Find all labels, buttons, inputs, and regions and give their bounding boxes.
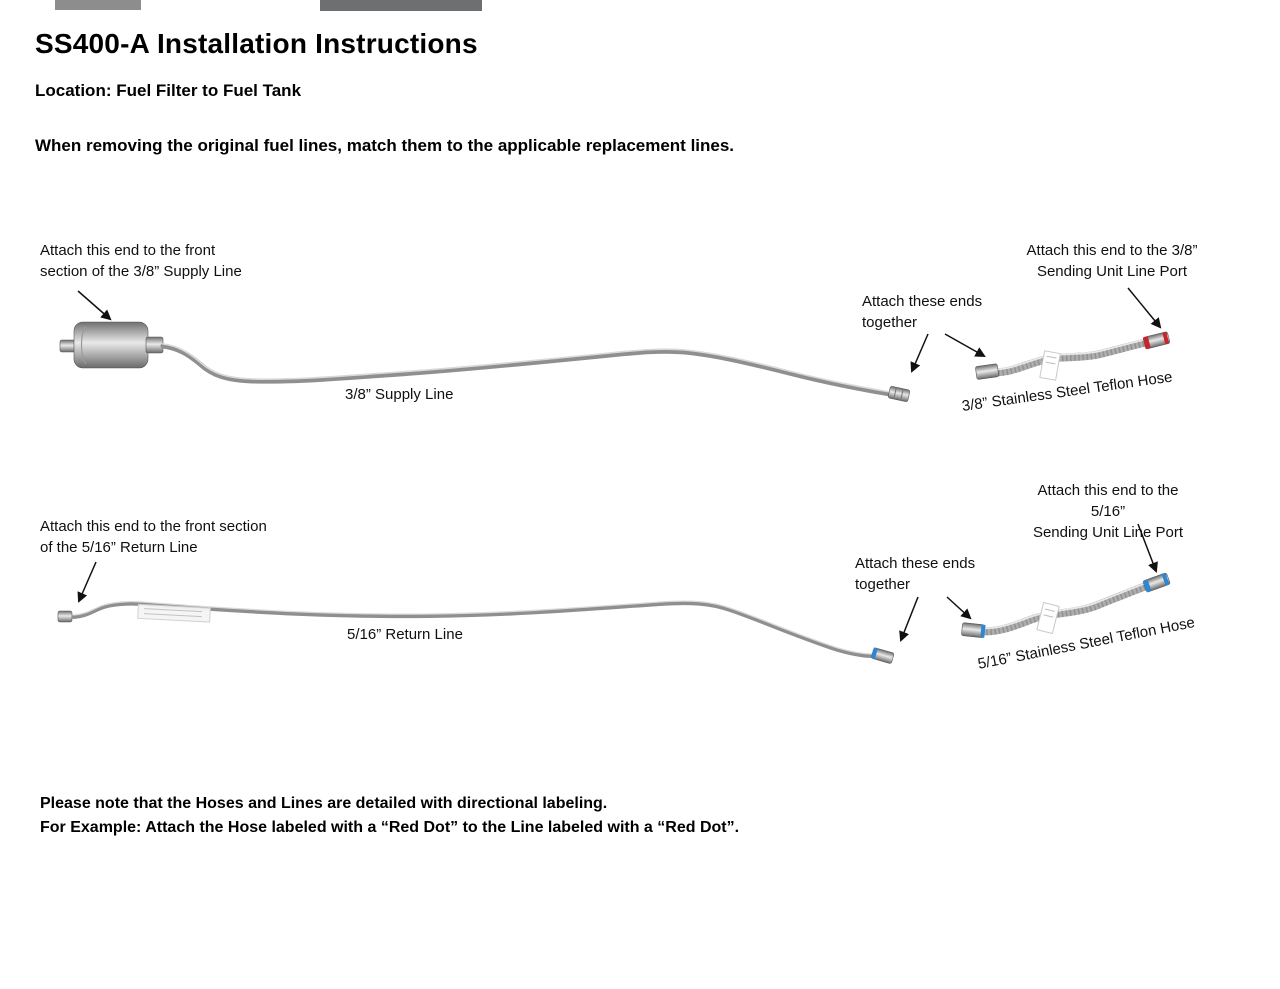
redacted-header-block-left <box>55 0 141 10</box>
supply-line-label: 3/8” Supply Line <box>345 386 454 403</box>
arrow-return-join-line <box>899 596 919 642</box>
return-line-label-tag <box>137 603 211 623</box>
supply-hose-left-fitting <box>975 363 999 380</box>
callout-return-front-end: Attach this end to the front section of … <box>40 518 267 556</box>
arrow-return-front-end <box>77 561 97 603</box>
page-title: SS400-A Installation Instructions <box>35 28 478 59</box>
callout-return-join: Attach these ends together <box>855 555 976 593</box>
return-hose-right-fitting <box>1142 572 1171 593</box>
callout-supply-filter-end: Attach this end to the front section of … <box>40 242 242 280</box>
callout-arrows <box>77 287 1162 642</box>
arrow-return-port-end <box>1137 523 1158 573</box>
fuel-filter-illustration <box>59 321 164 369</box>
return-line-end-fitting <box>871 647 895 664</box>
return-hose-illustration <box>961 572 1171 638</box>
supply-hose-label-tag <box>1039 350 1061 381</box>
return-hose-left-fitting <box>961 622 986 638</box>
red-dot-label-band <box>1142 336 1151 350</box>
supply-line-illustration <box>160 343 910 402</box>
supply-hose-illustration <box>975 331 1171 381</box>
return-line-front-fitting <box>57 610 73 623</box>
redacted-header-block-center <box>320 0 482 11</box>
return-hose-label-tag <box>1036 601 1060 635</box>
intro-text: When removing the original fuel lines, m… <box>35 136 735 155</box>
callout-supply-port-end: Attach this end to the 3/8” Sending Unit… <box>1026 242 1198 280</box>
arrow-return-join-hose <box>946 596 972 620</box>
footer-note-line2: For Example: Attach the Hose labeled wit… <box>40 819 740 836</box>
callout-return-port-end: Attach this end to the 5/16” Sending Uni… <box>1032 482 1184 541</box>
arrow-filter-end <box>77 290 112 321</box>
supply-line-end-fitting <box>888 386 910 402</box>
red-dot-label-tip <box>1162 331 1170 345</box>
return-line-label: 5/16” Return Line <box>347 626 463 643</box>
arrow-supply-join-hose <box>944 333 986 358</box>
blue-dot-label-band <box>980 624 986 638</box>
supply-hose-right-fitting <box>1142 331 1171 350</box>
blue-dot-label-tip <box>1161 572 1170 586</box>
arrow-supply-join-line <box>910 333 929 373</box>
location-subtitle: Location: Fuel Filter to Fuel Tank <box>35 81 302 100</box>
callout-supply-join: Attach these ends together <box>862 293 983 331</box>
blue-dot-label-band <box>1142 579 1152 593</box>
arrow-supply-port-end <box>1127 287 1162 329</box>
footer-note-line1: Please note that the Hoses and Lines are… <box>40 795 608 812</box>
blue-dot-label-band <box>871 647 878 660</box>
return-line-illustration <box>57 600 895 664</box>
